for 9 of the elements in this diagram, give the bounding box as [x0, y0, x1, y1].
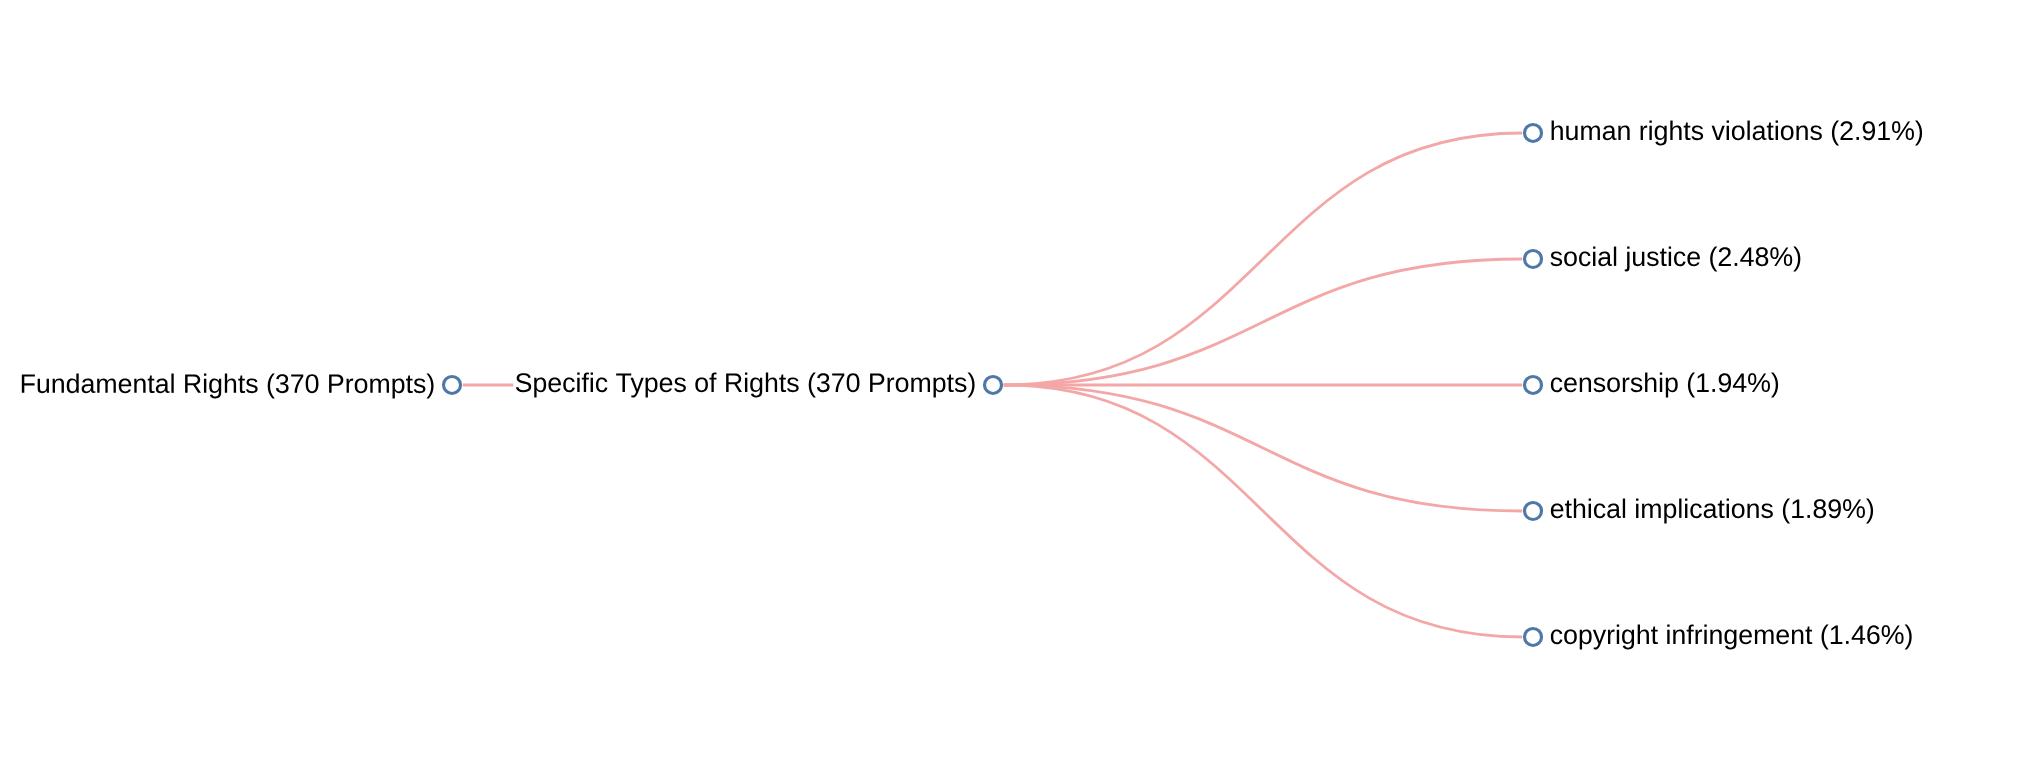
connector-line: [462, 383, 514, 387]
tree-node: copyright infringement (1.46%): [1522, 624, 1912, 650]
tree-node: censorship (1.94%): [1522, 372, 1779, 398]
tree-node: social justice (2.48%): [1522, 246, 1801, 272]
tree-node: human rights violations (2.91%): [1522, 120, 1923, 146]
connector-line: [1003, 383, 1523, 639]
tree-node: ethical implications (1.89%): [1522, 498, 1874, 524]
tree-node: Specific Types of Rights (370 Prompts): [515, 372, 1004, 398]
tree-node: Fundamental Rights (370 Prompts): [21, 373, 463, 399]
